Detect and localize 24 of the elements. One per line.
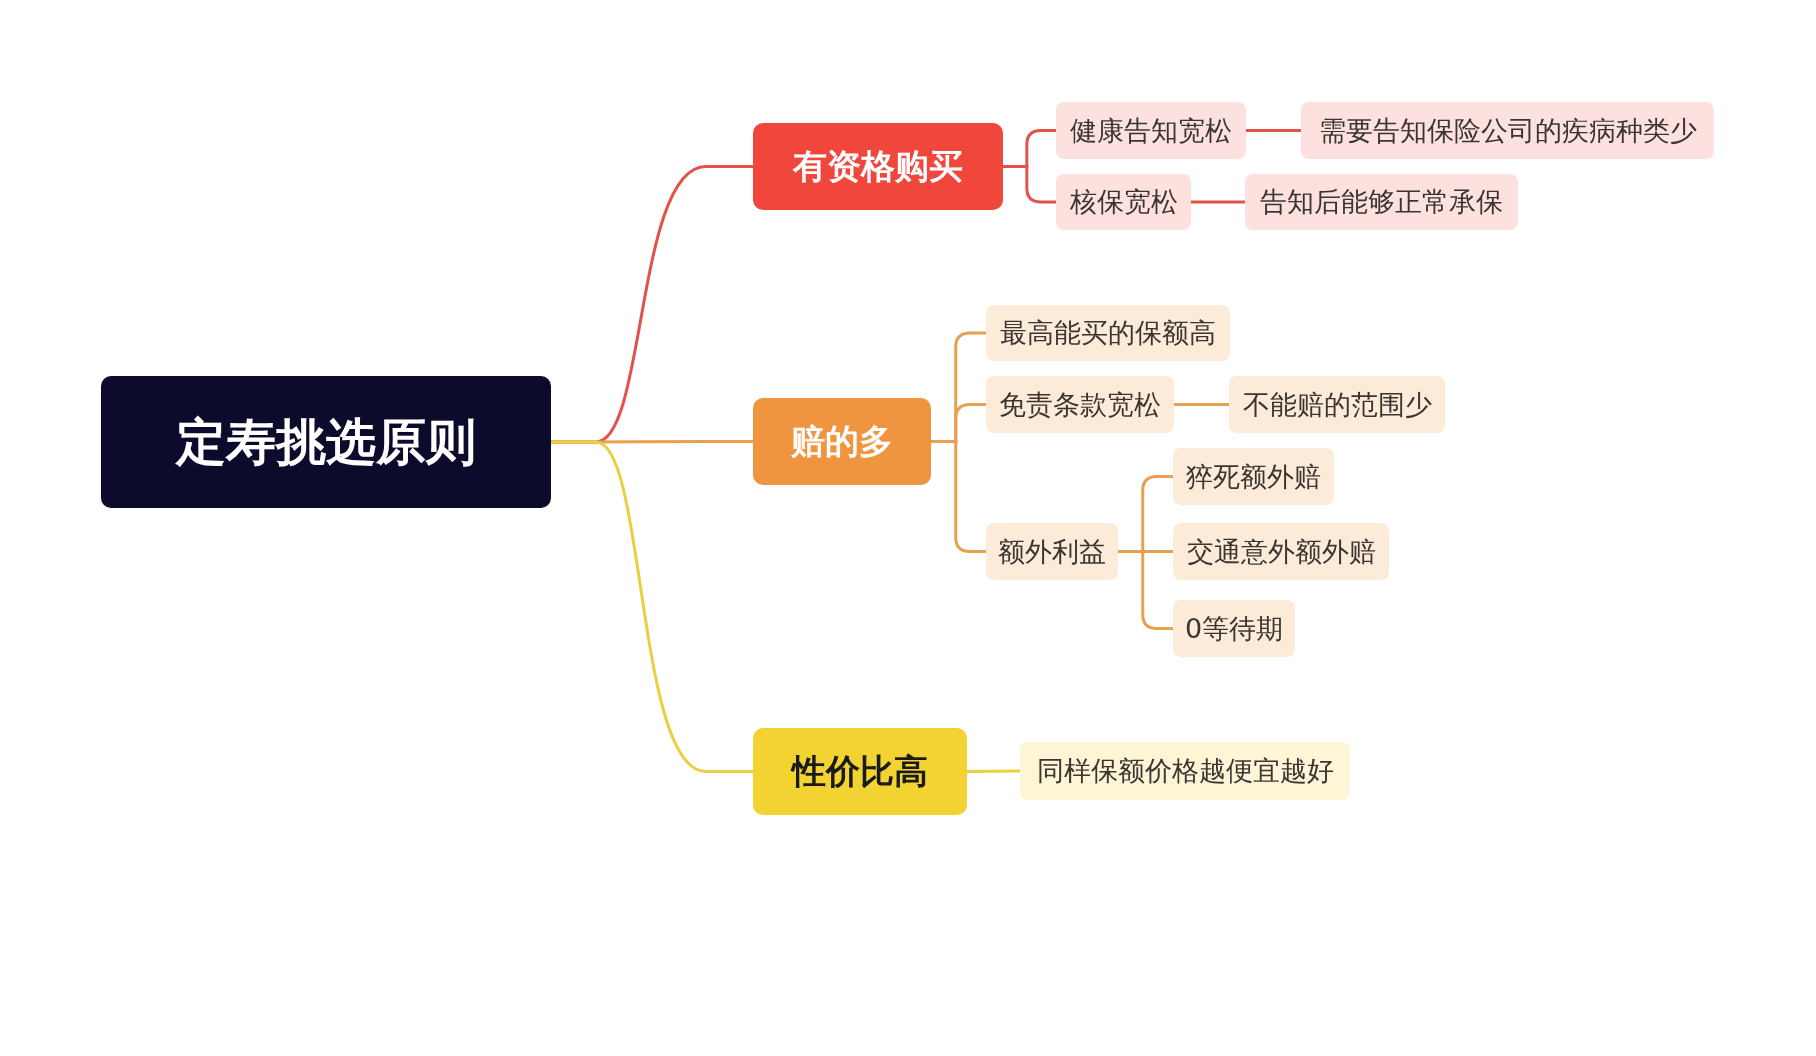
subtopic-box: 免责条款宽松 — [986, 376, 1174, 433]
subtopic-box: 健康告知宽松 — [1056, 102, 1246, 159]
subtopic-box: 猝死额外赔 — [1173, 448, 1334, 505]
root-topic-box: 定寿挑选原则 — [101, 376, 551, 508]
subtopic-box: 交通意外额外赔 — [1173, 523, 1389, 580]
connector-line — [967, 769, 1020, 773]
connector-line — [1174, 403, 1229, 406]
topic-box: 有资格购买 — [753, 123, 1003, 210]
subtopic-box: 不能赔的范围少 — [1229, 376, 1445, 433]
subtopic-box: 额外利益 — [986, 523, 1118, 580]
connector-line — [1118, 550, 1173, 630]
subtopic-box: 告知后能够正常承保 — [1245, 174, 1518, 230]
subtopic-box: 需要告知保险公司的疾病种类少 — [1301, 102, 1714, 159]
connector-line — [1246, 129, 1301, 132]
connector-line — [931, 440, 986, 553]
topic-box: 性价比高 — [753, 728, 967, 815]
subtopic-box: 0等待期 — [1173, 600, 1295, 657]
subtopic-box: 核保宽松 — [1056, 174, 1191, 230]
connector-line — [551, 440, 753, 773]
subtopic-box: 同样保额价格越便宜越好 — [1020, 742, 1350, 800]
topic-box: 赔的多 — [753, 398, 931, 485]
subtopic-box: 最高能买的保额高 — [986, 305, 1230, 361]
connector-line — [1191, 200, 1245, 204]
connector-line — [1003, 165, 1056, 204]
